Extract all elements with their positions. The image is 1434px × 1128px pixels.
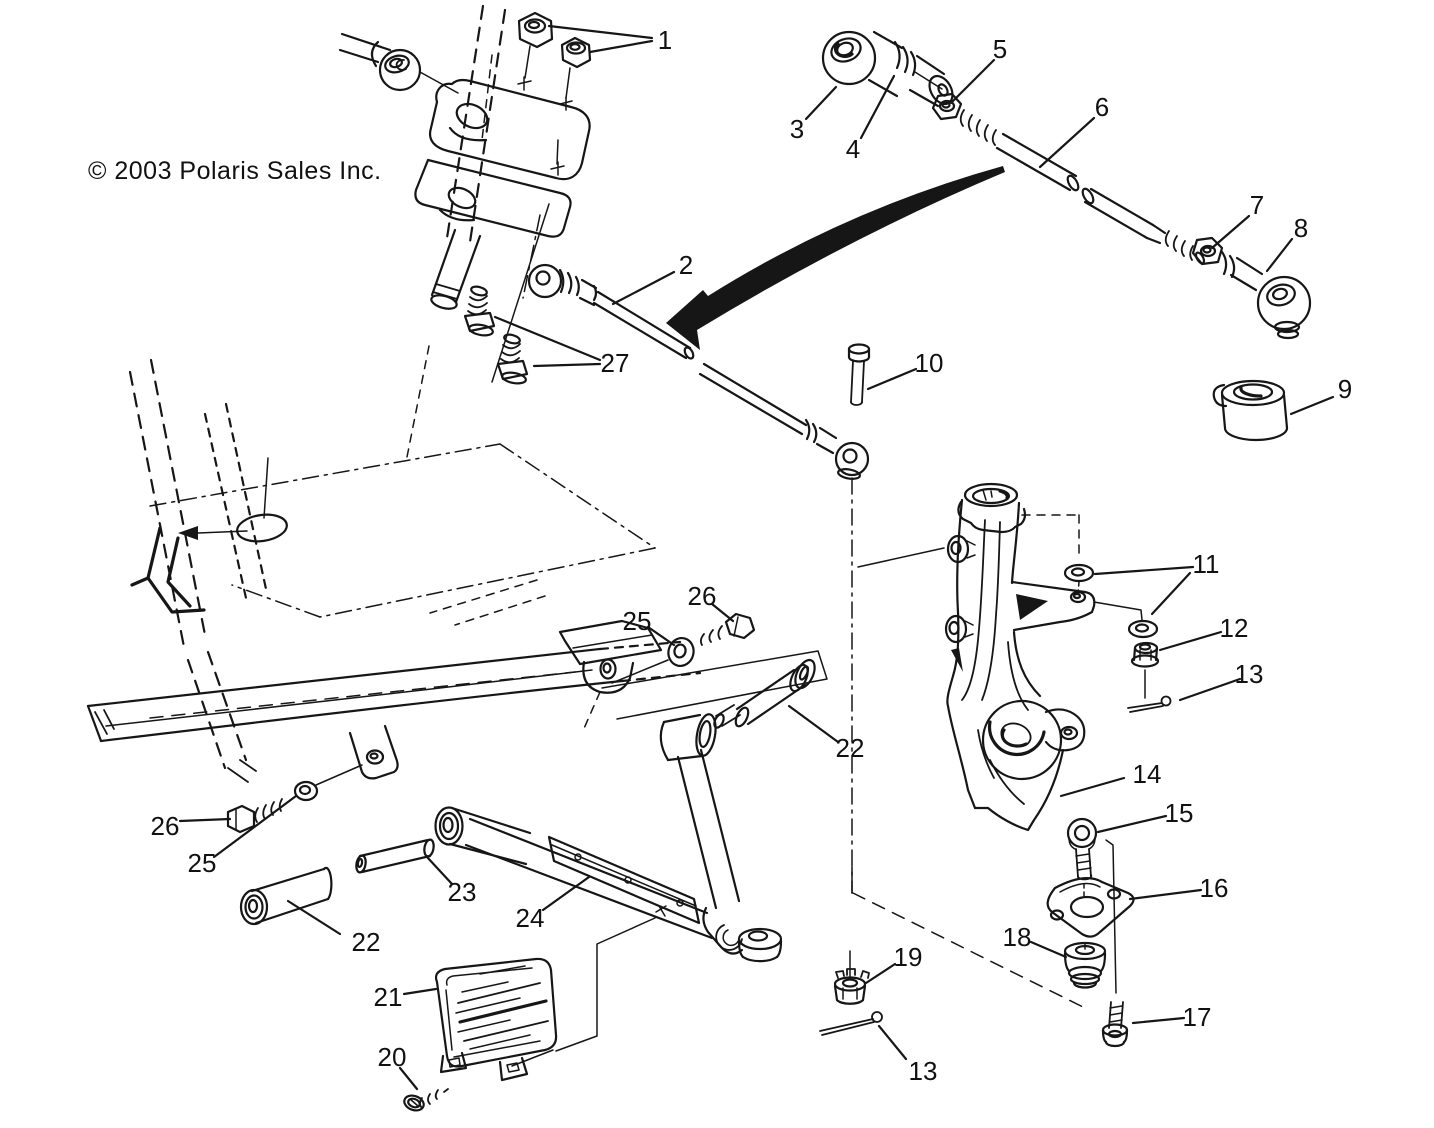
copyright-notice: © 2003 Polaris Sales Inc. <box>88 157 382 185</box>
spacer-23 <box>355 838 435 874</box>
screw-20 <box>403 1088 449 1112</box>
bolt-26-left <box>226 764 363 834</box>
balljoint-hardware <box>555 817 1135 1052</box>
callout-10: 10 <box>915 348 944 378</box>
rod-end-adjuster-4 <box>908 54 954 108</box>
callout-3: 3 <box>790 114 804 144</box>
callout-20: 20 <box>378 1042 407 1072</box>
callout-7: 7 <box>1250 190 1264 220</box>
callout-12: 12 <box>1220 613 1249 643</box>
tie-rod-end-8 <box>1220 250 1312 340</box>
steering-column <box>414 4 591 383</box>
phantom-floor-plate <box>130 345 656 626</box>
callout-27: 27 <box>601 348 630 378</box>
callout-26-bracket: 26 <box>688 581 717 611</box>
flange-nuts-1 <box>517 11 592 69</box>
callout-13-upper: 13 <box>1235 659 1264 689</box>
callout-16: 16 <box>1200 873 1229 903</box>
jam-nut-7 <box>1191 236 1224 266</box>
callout-23: 23 <box>448 877 477 907</box>
callout-4: 4 <box>846 134 860 164</box>
bolt-10 <box>847 343 871 406</box>
callout-22-left: 22 <box>352 927 381 957</box>
bushing-9 <box>1212 379 1289 442</box>
frame-rail <box>86 640 702 780</box>
callout-5: 5 <box>993 34 1007 64</box>
splash-guard-21 <box>434 957 558 1082</box>
callout-19: 19 <box>894 942 923 972</box>
pointer-arrow <box>666 166 1005 350</box>
callout-14: 14 <box>1133 759 1162 789</box>
callout-8: 8 <box>1294 213 1308 243</box>
inner-tie-rod-end <box>338 32 459 94</box>
callout-26-left: 26 <box>151 811 180 841</box>
callout-18: 18 <box>1003 922 1032 952</box>
callout-6: 6 <box>1095 92 1109 122</box>
callout-25-left: 25 <box>188 848 217 878</box>
grease-fittings-27 <box>463 285 529 385</box>
steering-knuckle-14 <box>944 482 1096 832</box>
callout-13-lower: 13 <box>909 1056 938 1086</box>
callout-labels: 1 2 3 4 5 6 7 8 9 10 11 12 13 14 15 16 1… <box>151 25 1353 1086</box>
tie-rod-2 <box>527 263 870 480</box>
phantom-frame-tubes <box>128 358 268 783</box>
callout-21: 21 <box>374 982 403 1012</box>
bushing-22-right <box>601 650 828 729</box>
callout-17: 17 <box>1183 1002 1212 1032</box>
jam-nut-5 <box>931 92 963 121</box>
rail-bracket <box>558 612 756 734</box>
bushing-22-left <box>239 866 333 926</box>
callout-2: 2 <box>679 250 693 280</box>
callout-1: 1 <box>658 25 672 55</box>
callout-25-bracket: 25 <box>623 606 652 636</box>
callout-24: 24 <box>516 903 545 933</box>
callout-11: 11 <box>1193 549 1220 579</box>
callout-9: 9 <box>1338 374 1352 404</box>
knuckle-hardware <box>851 477 1172 894</box>
a-arm <box>434 713 783 963</box>
tie-rod-end-3 <box>821 30 917 98</box>
leader-lines <box>178 24 1335 1091</box>
tie-rod-tube-6 <box>959 109 1206 265</box>
callout-22-right: 22 <box>836 733 865 763</box>
callout-15: 15 <box>1165 798 1194 828</box>
